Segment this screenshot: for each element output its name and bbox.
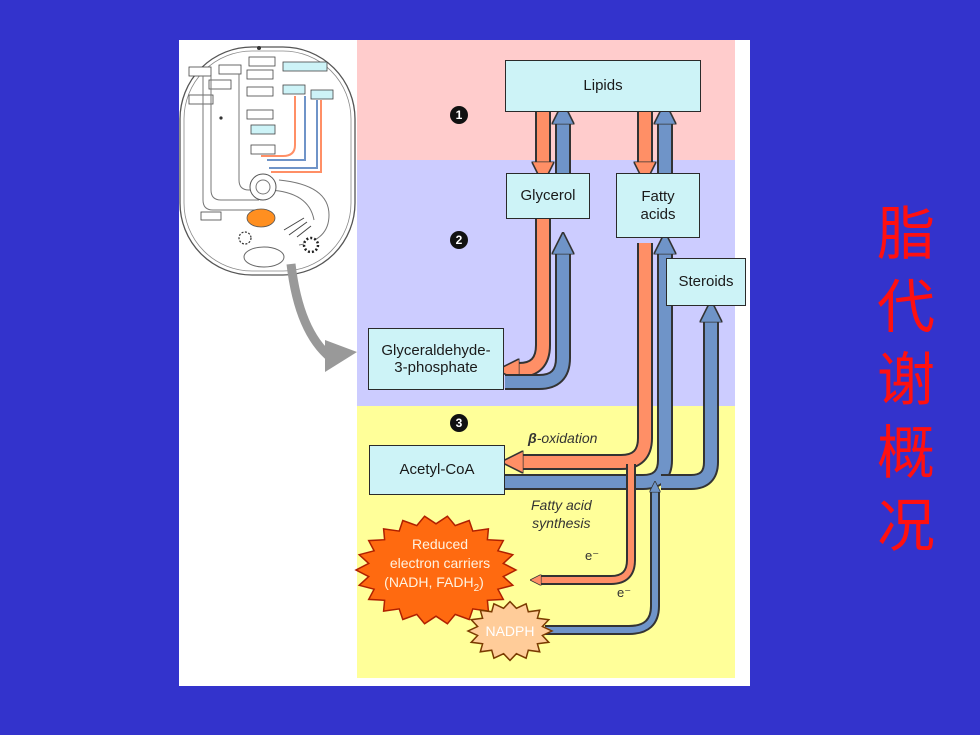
nadph-label: NADPH <box>485 623 534 639</box>
side-title-char-4: 概 <box>876 419 935 487</box>
zoom-arrow-head <box>325 340 357 372</box>
glycerol-box: Glycerol <box>506 173 590 219</box>
side-title-char-1: 脂 <box>876 200 935 268</box>
electron-label-2: e⁻ <box>617 585 632 600</box>
side-title-char-3: 谢 <box>876 346 935 414</box>
step-2-marker: 2 <box>450 231 468 249</box>
lipids-box: Lipids <box>505 60 701 112</box>
step-3-marker: 3 <box>450 414 468 432</box>
steroids-box: Steroids <box>666 258 746 306</box>
step-1-marker: 1 <box>450 106 468 124</box>
pathway-arrows <box>505 112 711 635</box>
acetyl-coa-box: Acetyl-CoA <box>369 445 505 495</box>
reduced-carriers-line-3: (NADH, FADH2) <box>384 574 484 594</box>
electron-label-1: e⁻ <box>585 548 600 563</box>
cell-thumbnail <box>179 46 356 276</box>
side-title-char-2: 代 <box>876 273 935 341</box>
fatty-acid-synthesis-label: Fatty acid synthesis <box>531 497 592 532</box>
reduced-carriers-line-2: electron carriers <box>390 555 490 571</box>
glyceraldehyde-3-phosphate-box: Glyceraldehyde- 3-phosphate <box>368 328 504 390</box>
beta-symbol: β <box>528 430 537 446</box>
side-title-char-5: 况 <box>876 492 935 560</box>
reduced-carriers-burst <box>354 515 518 625</box>
fatty-acids-box: Fatty acids <box>616 173 700 238</box>
beta-oxidation-label: β-oxidation <box>528 430 597 446</box>
beta-oxidation-text: -oxidation <box>536 430 598 446</box>
nadph-burst <box>466 600 554 662</box>
reduced-carriers-line-1: Reduced <box>412 536 468 552</box>
side-title: 脂 代 谢 概 况 <box>858 198 954 563</box>
zoom-arrow <box>286 263 334 362</box>
lipid-metabolism-figure: Reduced electron carriers (NADH, FADH2) … <box>179 40 750 686</box>
